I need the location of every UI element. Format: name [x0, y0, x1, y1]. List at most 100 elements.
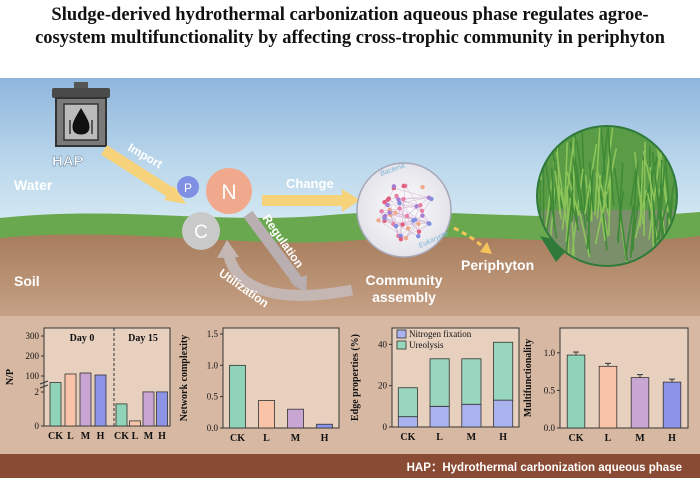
soil-area: [0, 234, 700, 322]
multifunctionality-bar: [566, 354, 586, 429]
x-tick-label: L: [132, 431, 139, 442]
network-node: [401, 183, 406, 189]
y-tick-label: 0.5: [544, 385, 556, 395]
network-node: [416, 233, 421, 239]
community-label-line-2: assembly: [372, 289, 436, 305]
x-tick-label: CK: [230, 433, 245, 444]
phosphorus-circle: [177, 176, 199, 198]
network-node: [419, 208, 425, 213]
network-node: [394, 193, 399, 199]
community-network-icon: Bacteria Eukaryote: [356, 162, 452, 258]
y-axis-label: Multifunctionality: [523, 339, 534, 417]
np-bar: [156, 391, 168, 427]
legend-swatch: [396, 329, 407, 339]
x-tick-label: H: [499, 432, 507, 443]
y-tick-label: 0.0: [544, 423, 556, 433]
network-node: [397, 200, 402, 206]
network-node: [416, 229, 422, 234]
np-bar: [129, 420, 141, 427]
water-label: Water: [14, 177, 53, 193]
network-complexity-bar: [287, 408, 304, 429]
network-complexity-bar: [316, 423, 333, 429]
x-tick-label: H: [158, 431, 166, 442]
x-tick-label: M: [81, 431, 91, 442]
edge-properties-bar-segment: [397, 416, 418, 428]
y-tick-label: 1.0: [544, 348, 556, 358]
x-tick-label: M: [467, 432, 477, 443]
network-node: [396, 197, 401, 202]
edge-properties-bar-segment: [493, 341, 514, 401]
import-arrow: [101, 145, 179, 201]
edge-properties-bar-segment: [461, 403, 482, 428]
legend-label: Nitrogen fixation: [409, 329, 472, 339]
network-node: [385, 202, 390, 208]
x-tick-label: CK: [114, 431, 129, 442]
phosphorus-label: P: [184, 181, 192, 195]
carbon-label: C: [194, 222, 208, 243]
y-tick-label: 1.0: [207, 360, 219, 370]
x-tick-label: H: [321, 433, 329, 444]
y-axis-label: Edge properties (%): [350, 334, 361, 421]
y-tick-label: 0: [383, 422, 388, 432]
x-tick-label: M: [144, 431, 154, 442]
figure-title: Sludge-derived hydrothermal carbonizatio…: [0, 4, 700, 50]
y-tick-label: 0.0: [207, 423, 219, 433]
network-node: [401, 196, 406, 202]
edge-properties-bar-segment: [493, 399, 514, 428]
multifunctionality-bar: [630, 377, 650, 429]
network-node: [393, 210, 398, 215]
axis-break-mark: [39, 384, 49, 389]
y-tick-label: 0: [35, 421, 40, 431]
network-node: [411, 218, 416, 223]
x-tick-label: CK: [400, 432, 415, 443]
periphyton-arrow: [453, 226, 486, 250]
network-complexity-bar: [229, 364, 246, 429]
x-tick-label: H: [668, 433, 676, 444]
footer-bar: [0, 454, 700, 478]
x-tick-label: L: [436, 432, 443, 443]
x-tick-label: L: [605, 433, 612, 444]
y-axis-label: N/P: [5, 369, 16, 385]
axis-break-mark: [39, 380, 49, 385]
network-node: [420, 213, 425, 218]
network-node: [414, 204, 419, 209]
network-node: [376, 218, 381, 223]
network-node: [387, 210, 392, 215]
network-node: [404, 213, 410, 219]
edge-properties-bar-segment: [397, 387, 418, 418]
network-node: [416, 221, 421, 226]
network-complexity-bar: [258, 400, 275, 429]
x-tick-label: L: [67, 431, 74, 442]
network-node: [418, 203, 423, 208]
nitrogen-circle: [206, 168, 252, 214]
x-tick-label: M: [635, 433, 645, 444]
y-tick-label: 1.5: [207, 329, 219, 339]
np-bar: [64, 373, 77, 427]
footer-note: HAP：Hydrothermal carbonization aqueous p…: [406, 462, 682, 474]
title-line-1: Sludge-derived hydrothermal carbonizatio…: [51, 5, 649, 25]
network-node: [403, 235, 409, 241]
network-node: [420, 184, 425, 190]
reactor-icon: [52, 82, 110, 147]
change-arrow: [262, 195, 346, 206]
regulation-arrow: [243, 210, 305, 288]
hap-label: HAP: [52, 153, 84, 170]
y-tick-label: 2: [35, 387, 40, 397]
legend-label: Ureolysis: [409, 340, 444, 350]
edge-properties-bar-segment: [429, 358, 450, 407]
utilization-arrow: [223, 254, 354, 301]
nitrogen-label: N: [221, 181, 236, 204]
multifunctionality-bar: [662, 381, 682, 429]
title-line-2: cosystem multifunctionality by affecting…: [35, 28, 665, 48]
x-tick-label: M: [291, 433, 301, 444]
np-bar: [94, 374, 107, 427]
np-bar: [142, 391, 155, 427]
network-node: [397, 206, 402, 211]
community-label-line-1: Community: [366, 272, 443, 288]
network-node: [398, 236, 404, 242]
y-tick-label: 0.5: [207, 392, 219, 402]
y-axis-label: Network complexity: [179, 335, 190, 421]
